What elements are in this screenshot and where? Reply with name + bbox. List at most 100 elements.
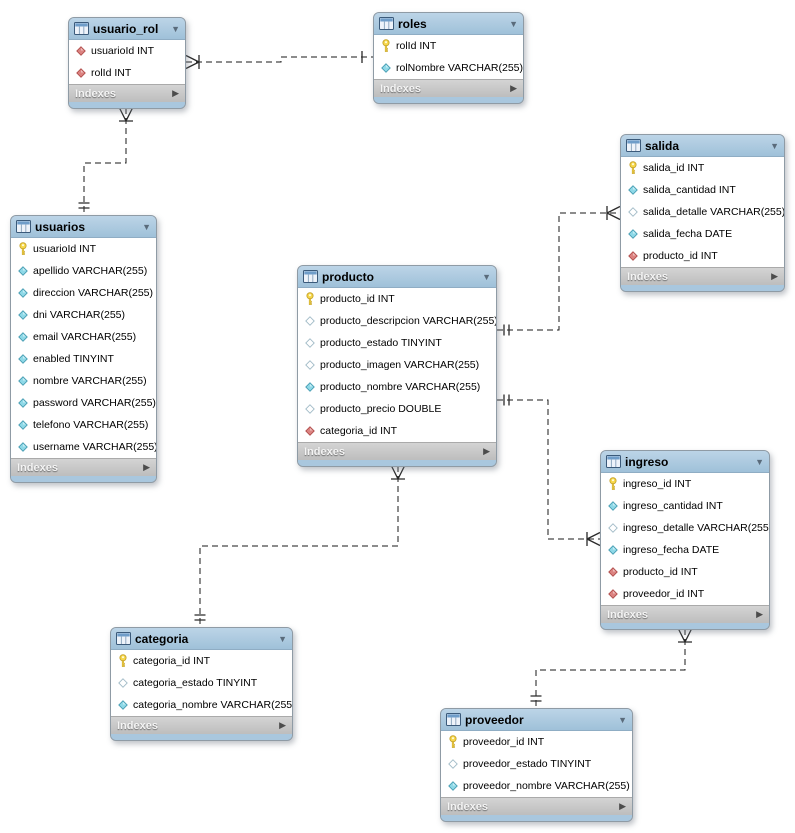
table-header[interactable]: categoria ▼ xyxy=(111,628,292,650)
column-text: enabled TINYINT xyxy=(33,353,114,365)
table-header[interactable]: usuario_rol ▼ xyxy=(69,18,185,40)
indexes-bar[interactable]: Indexes ▶ xyxy=(298,442,496,460)
column-row[interactable]: username VARCHAR(255) xyxy=(11,436,156,458)
column-row[interactable]: producto_imagen VARCHAR(255) xyxy=(298,354,496,376)
connector-line[interactable] xyxy=(497,399,600,540)
expand-arrow-icon[interactable]: ▶ xyxy=(483,446,490,456)
table-header[interactable]: usuarios ▼ xyxy=(11,216,156,238)
column-row[interactable]: producto_id INT xyxy=(601,561,769,583)
column-row[interactable]: salida_cantidad INT xyxy=(621,179,784,201)
table-header[interactable]: producto ▼ xyxy=(298,266,496,288)
column-row[interactable]: ingreso_cantidad INT xyxy=(601,495,769,517)
relationship-connector-usuario_rol-usuarios[interactable] xyxy=(78,107,134,215)
exactly-one-mark xyxy=(194,614,206,621)
column-row[interactable]: proveedor_id INT xyxy=(441,731,632,753)
expand-arrow-icon[interactable]: ▶ xyxy=(619,801,626,811)
column-row[interactable]: categoria_nombre VARCHAR(255) xyxy=(111,694,292,716)
collapse-arrow-icon[interactable]: ▼ xyxy=(171,23,180,34)
column-row[interactable]: producto_descripcion VARCHAR(255) xyxy=(298,310,496,332)
primary-key-icon xyxy=(16,242,29,256)
column-row[interactable]: ingreso_fecha DATE xyxy=(601,539,769,561)
relationship-connector-producto-ingreso[interactable] xyxy=(497,394,601,547)
indexes-bar[interactable]: Indexes ▶ xyxy=(441,797,632,815)
connector-line[interactable] xyxy=(83,108,127,215)
collapse-arrow-icon[interactable]: ▼ xyxy=(482,271,491,282)
column-row[interactable]: rolId INT xyxy=(374,35,523,57)
column-row[interactable]: categoria_estado TINYINT xyxy=(111,672,292,694)
column-row[interactable]: proveedor_nombre VARCHAR(255) xyxy=(441,775,632,797)
column-row[interactable]: email VARCHAR(255) xyxy=(11,326,156,348)
relationship-connector-producto-categoria[interactable] xyxy=(194,465,406,627)
column-row[interactable]: proveedor_estado TINYINT xyxy=(441,753,632,775)
column-row[interactable]: producto_id INT xyxy=(621,245,784,267)
connector-line[interactable] xyxy=(497,212,620,331)
column-row[interactable]: direccion VARCHAR(255) xyxy=(11,282,156,304)
relationship-connector-producto-salida[interactable] xyxy=(497,205,621,336)
connector-line[interactable] xyxy=(535,629,686,708)
indexes-bar[interactable]: Indexes ▶ xyxy=(111,716,292,734)
column-row[interactable]: producto_nombre VARCHAR(255) xyxy=(298,376,496,398)
column-row[interactable]: usuarioId INT xyxy=(69,40,185,62)
indexes-bar[interactable]: Indexes ▶ xyxy=(621,267,784,285)
column-row[interactable]: proveedor_id INT xyxy=(601,583,769,605)
collapse-arrow-icon[interactable]: ▼ xyxy=(142,221,151,232)
column-row[interactable]: enabled TINYINT xyxy=(11,348,156,370)
connector-line[interactable] xyxy=(199,466,399,627)
column-row[interactable]: rolNombre VARCHAR(255) xyxy=(374,57,523,79)
relationship-connector-ingreso-proveedor[interactable] xyxy=(530,628,693,708)
indexes-bar[interactable]: Indexes ▶ xyxy=(374,79,523,97)
expand-arrow-icon[interactable]: ▶ xyxy=(756,609,763,619)
column-row[interactable]: ingreso_detalle VARCHAR(255) xyxy=(601,517,769,539)
collapse-arrow-icon[interactable]: ▼ xyxy=(755,456,764,467)
table-header[interactable]: salida ▼ xyxy=(621,135,784,157)
table-header[interactable]: roles ▼ xyxy=(374,13,523,35)
expand-arrow-icon[interactable]: ▶ xyxy=(771,271,778,281)
connector-line[interactable] xyxy=(186,56,373,63)
table-header[interactable]: ingreso ▼ xyxy=(601,451,769,473)
expand-arrow-icon[interactable]: ▶ xyxy=(279,720,286,730)
table-header[interactable]: proveedor ▼ xyxy=(441,709,632,731)
collapse-arrow-icon[interactable]: ▼ xyxy=(770,140,779,151)
column-row[interactable]: categoria_id INT xyxy=(298,420,496,442)
column-row[interactable]: telefono VARCHAR(255) xyxy=(11,414,156,436)
column-row[interactable]: apellido VARCHAR(255) xyxy=(11,260,156,282)
column-text: ingreso_detalle VARCHAR(255) xyxy=(623,522,769,534)
column-row[interactable]: salida_fecha DATE xyxy=(621,223,784,245)
collapse-arrow-icon[interactable]: ▼ xyxy=(618,714,627,725)
indexes-bar[interactable]: Indexes ▶ xyxy=(601,605,769,623)
column-row[interactable]: salida_detalle VARCHAR(255) xyxy=(621,201,784,223)
column-text: producto_id INT xyxy=(643,250,718,262)
foreign-key-icon xyxy=(606,567,619,577)
collapse-arrow-icon[interactable]: ▼ xyxy=(509,18,518,29)
collapse-arrow-icon[interactable]: ▼ xyxy=(278,633,287,644)
expand-arrow-icon[interactable]: ▶ xyxy=(510,83,517,93)
indexes-bar[interactable]: Indexes ▶ xyxy=(69,84,185,102)
column-row[interactable]: password VARCHAR(255) xyxy=(11,392,156,414)
column-row[interactable]: producto_precio DOUBLE xyxy=(298,398,496,420)
column-row[interactable]: rolId INT xyxy=(69,62,185,84)
column-row[interactable]: categoria_id INT xyxy=(111,650,292,672)
column-row[interactable]: ingreso_id INT xyxy=(601,473,769,495)
column-nullable-icon xyxy=(116,678,129,688)
column-row[interactable]: usuarioId INT xyxy=(11,238,156,260)
column-row[interactable]: salida_id INT xyxy=(621,157,784,179)
column-row[interactable]: producto_id INT xyxy=(298,288,496,310)
column-row[interactable]: dni VARCHAR(255) xyxy=(11,304,156,326)
column-row[interactable]: producto_estado TINYINT xyxy=(298,332,496,354)
primary-key-icon xyxy=(606,477,619,491)
expand-arrow-icon[interactable]: ▶ xyxy=(172,88,179,98)
expand-arrow-icon[interactable]: ▶ xyxy=(143,462,150,472)
relationship-connector-usuario_rol-roles[interactable] xyxy=(185,51,373,70)
indexes-bar[interactable]: Indexes ▶ xyxy=(11,458,156,476)
column-row[interactable]: nombre VARCHAR(255) xyxy=(11,370,156,392)
